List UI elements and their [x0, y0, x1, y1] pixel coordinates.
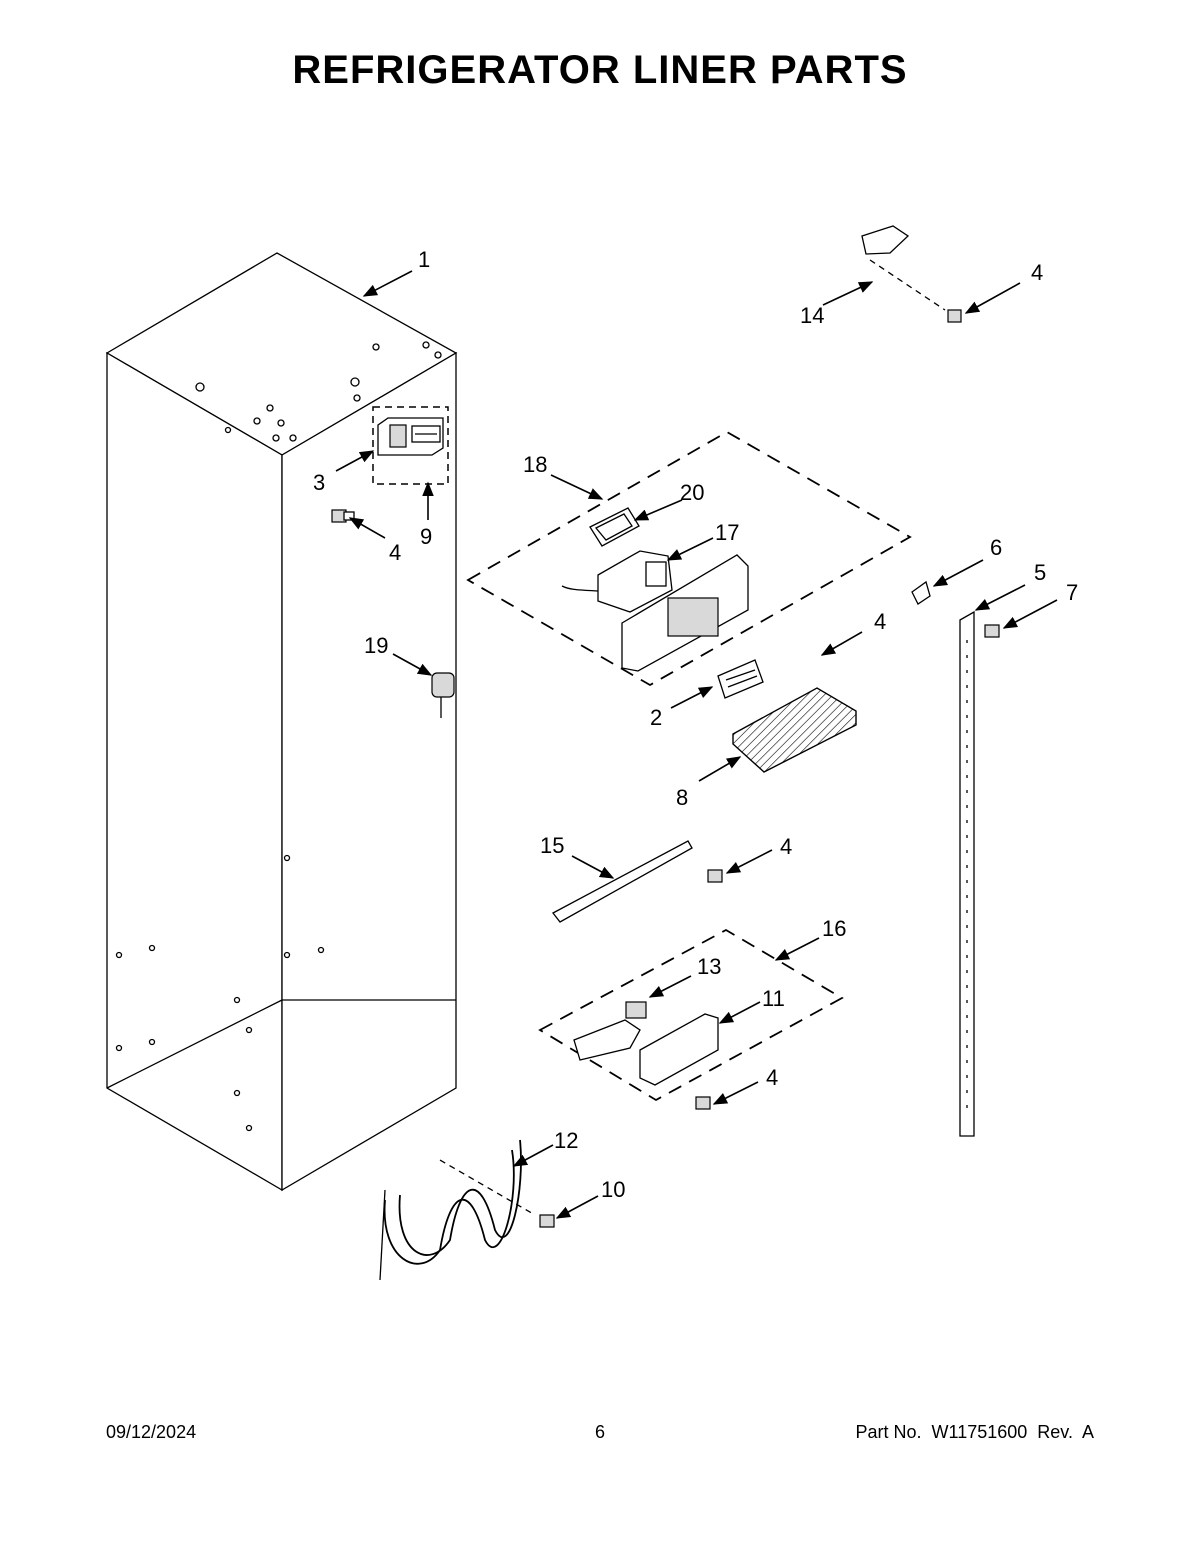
- callout-label: 8: [676, 785, 688, 810]
- filter-small: [717, 659, 764, 699]
- callout-label: 4: [780, 834, 792, 859]
- light-assembly-outline: [538, 928, 844, 1102]
- callout-label: 15: [540, 833, 564, 858]
- top-bracket: [861, 225, 962, 323]
- callout-label: 3: [313, 470, 325, 495]
- callout-label: 17: [715, 520, 739, 545]
- callout-label: 10: [601, 1177, 625, 1202]
- callout-label: 9: [420, 524, 432, 549]
- sensor: [431, 672, 455, 718]
- page-title: REFRIGERATOR LINER PARTS: [292, 48, 908, 92]
- footer-date: 09/12/2024: [106, 1422, 197, 1442]
- callout-label: 18: [523, 452, 547, 477]
- callout-label: 2: [650, 705, 662, 730]
- callout-label: 14: [800, 303, 824, 328]
- callout-label: 4: [766, 1065, 778, 1090]
- trim-strip: [552, 840, 723, 923]
- vent-cover: [732, 687, 857, 773]
- footer-page-number: 6: [594, 1422, 605, 1442]
- callout-label: 1: [418, 247, 430, 272]
- callout-label: 19: [364, 633, 388, 658]
- callout-label: 5: [1034, 560, 1046, 585]
- callout-label: 11: [762, 986, 785, 1011]
- vent-assembly-outline: [466, 430, 912, 687]
- callout-label: 12: [554, 1128, 578, 1153]
- evaporator-coil: [379, 1139, 555, 1281]
- light-assembly: [573, 1001, 719, 1110]
- callout-label: 20: [680, 480, 704, 505]
- callout-labels: 1 14 4 3 18 20 9 4 17 6 5 7 19 4 2 8 15 …: [313, 247, 1078, 1202]
- callout-label: 6: [990, 535, 1002, 560]
- shelf-rail: [911, 580, 1000, 1137]
- callout-label: 7: [1066, 580, 1078, 605]
- control-box: [372, 406, 449, 485]
- liner-cabinet: [105, 252, 458, 1192]
- callout-label: 13: [697, 954, 721, 979]
- callout-label: 4: [1031, 260, 1043, 285]
- vent-assembly: [561, 507, 749, 672]
- leader-arrows: [335, 270, 1058, 1219]
- callout-label: 4: [389, 540, 401, 565]
- callout-label: 4: [874, 609, 886, 634]
- footer-part-number: Part No. W11751600 Rev. A: [855, 1422, 1094, 1442]
- screw-left: [331, 509, 355, 523]
- callout-label: 16: [822, 916, 846, 941]
